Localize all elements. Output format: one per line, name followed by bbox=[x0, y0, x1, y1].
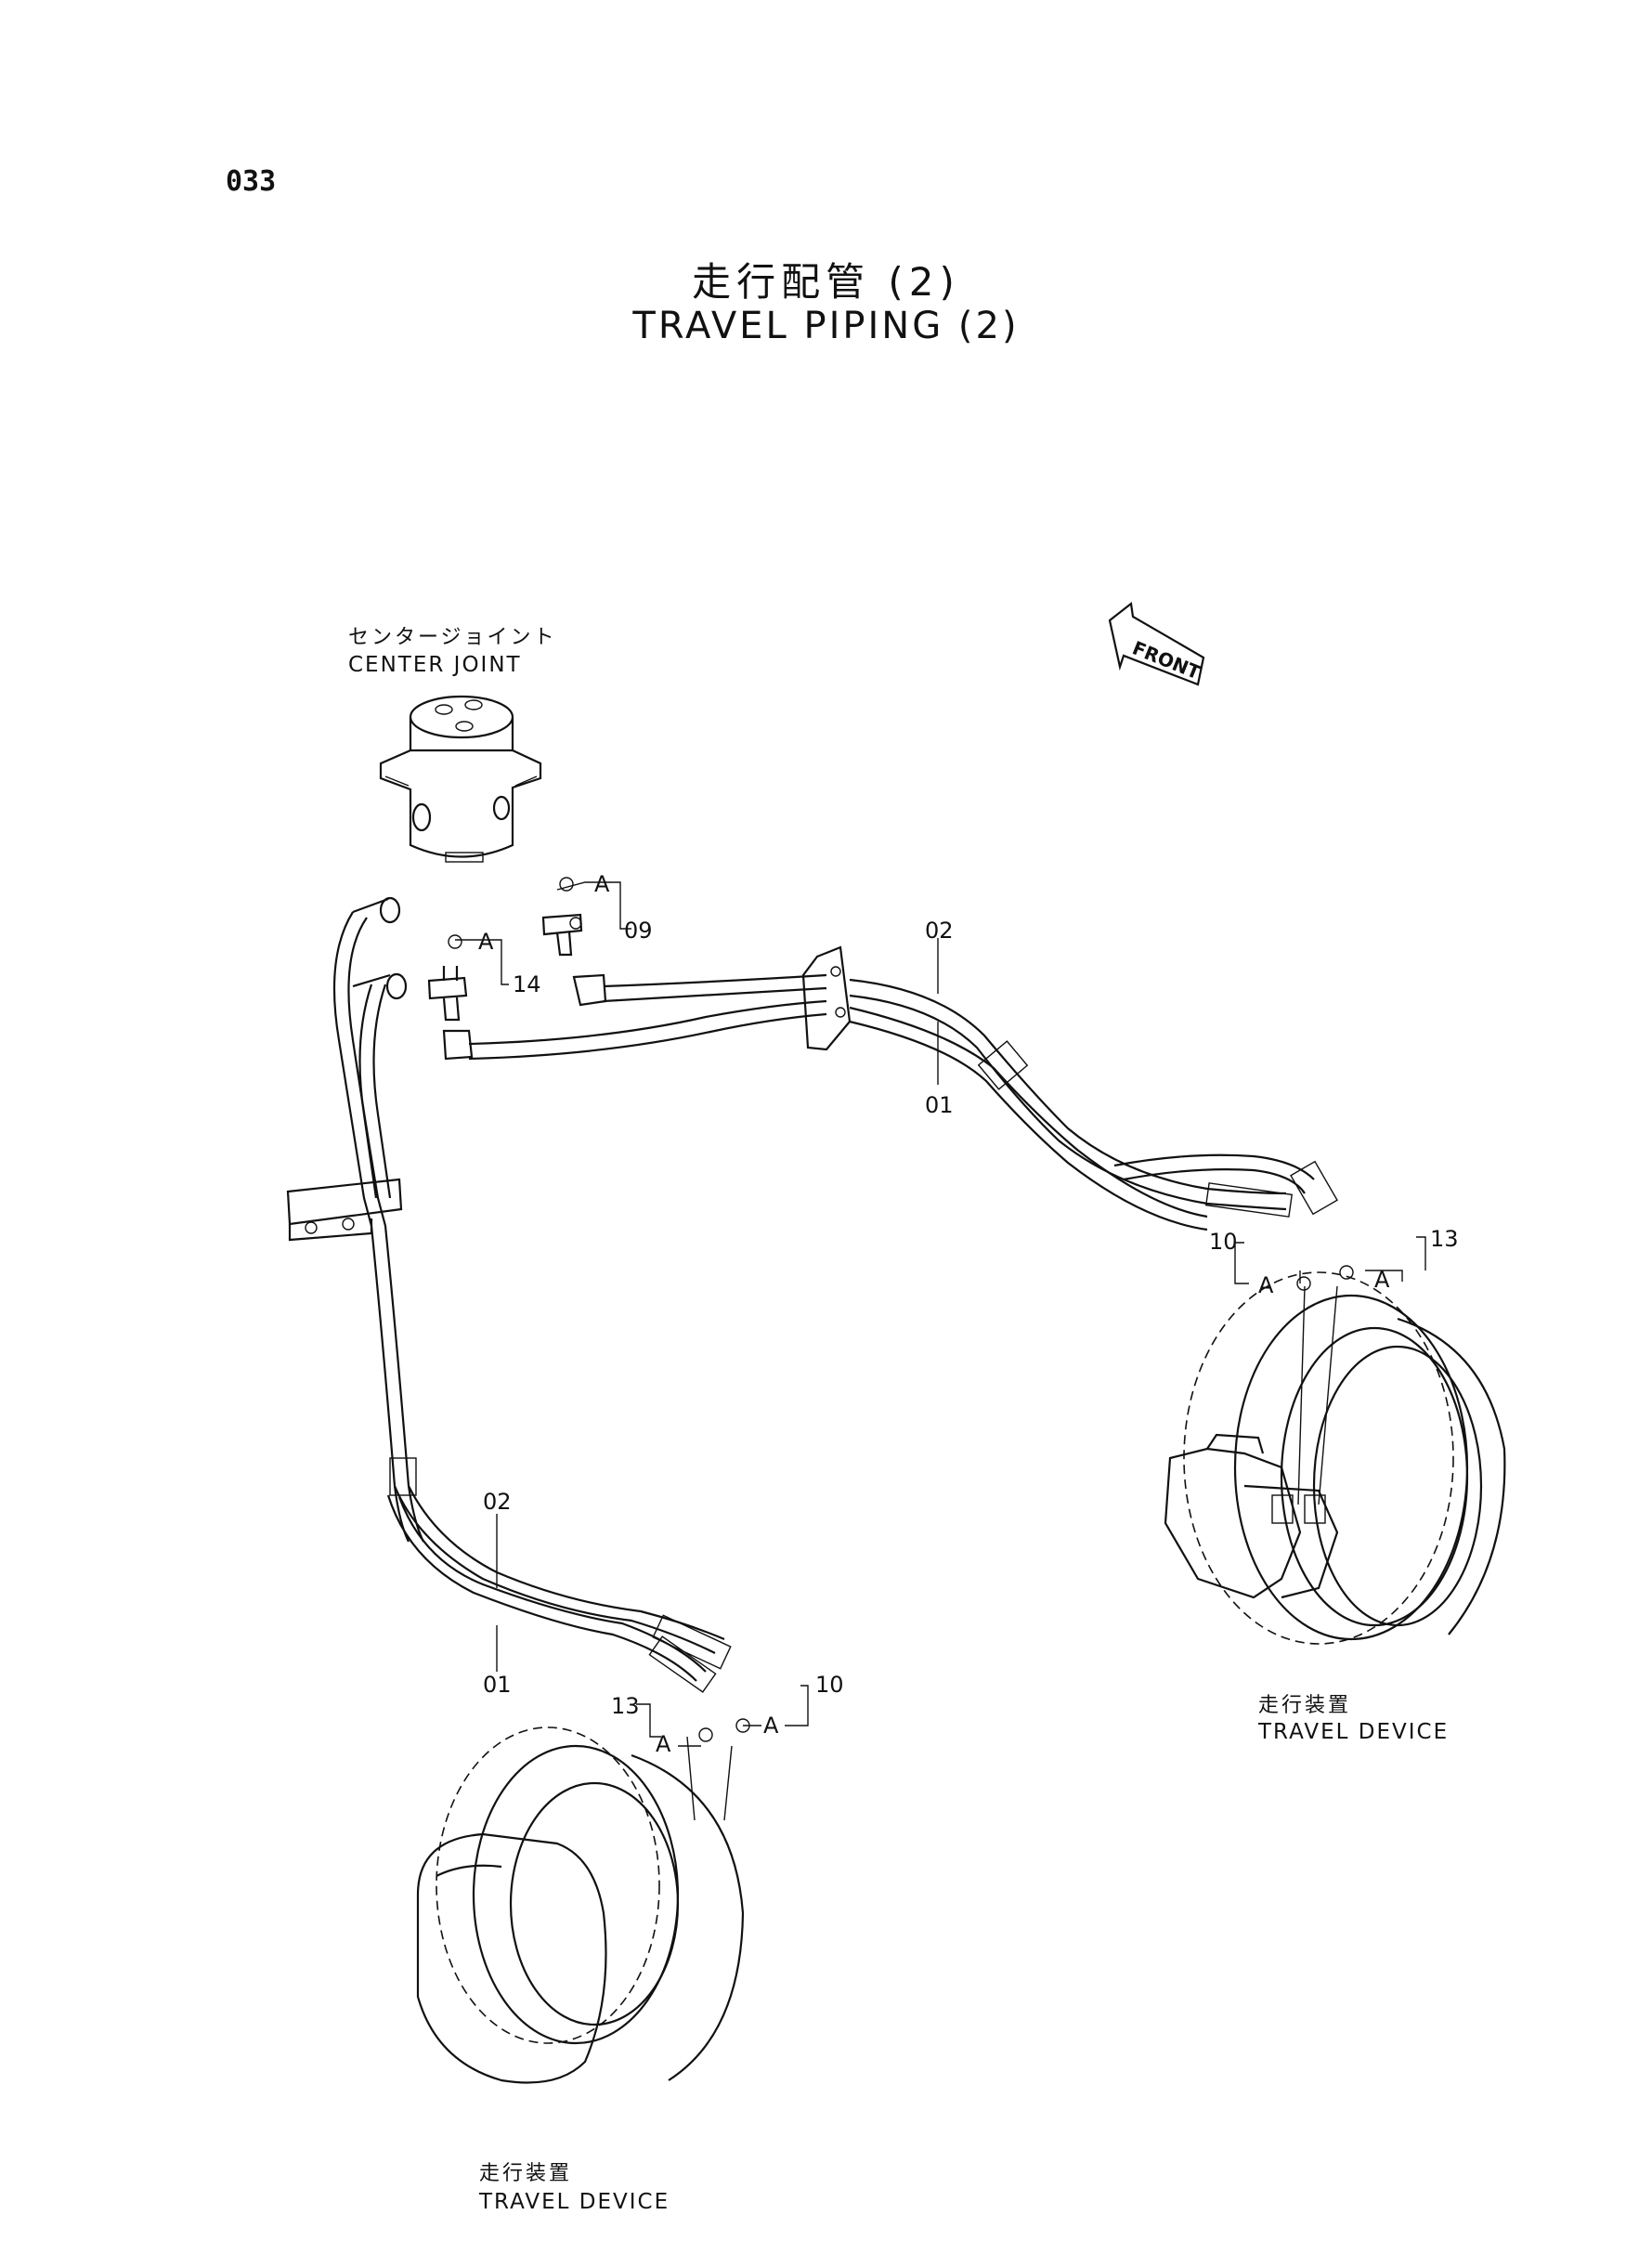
hose-top-horizontal bbox=[468, 973, 827, 1061]
travel-device-right-label-jp: 走行装置 bbox=[1258, 1694, 1352, 1717]
callout-a-14: A bbox=[478, 929, 494, 955]
callout-01-bottom: 01 bbox=[483, 1672, 512, 1698]
front-arrow-icon: FRONT bbox=[1108, 601, 1205, 686]
center-joint-label-en: CENTER JOINT bbox=[348, 653, 522, 677]
travel-device-left-icon bbox=[416, 1726, 745, 2084]
travel-device-right-icon bbox=[1164, 1271, 1506, 1645]
travel-device-left-label-en: TRAVEL DEVICE bbox=[479, 2190, 670, 2214]
callout-10-right: 10 bbox=[1209, 1229, 1238, 1255]
tee-fitting-14-icon bbox=[427, 966, 468, 1022]
hose-left-vertical bbox=[332, 896, 424, 1543]
callout-02-bottom: 02 bbox=[483, 1489, 512, 1515]
callout-10-left: 10 bbox=[815, 1672, 844, 1698]
clamp-bracket-mid-icon bbox=[801, 945, 852, 1051]
title-english: TRAVEL PIPING (2) bbox=[632, 305, 1020, 347]
callout-a-left-1: A bbox=[656, 1731, 671, 1757]
clamp-bracket-left-icon bbox=[286, 1178, 403, 1242]
callout-13-right: 13 bbox=[1430, 1226, 1459, 1252]
callout-a-left-2: A bbox=[763, 1713, 779, 1739]
page-number: 033 bbox=[226, 165, 277, 198]
center-joint-icon bbox=[379, 695, 542, 863]
travel-device-right-label-en: TRAVEL DEVICE bbox=[1258, 1720, 1450, 1744]
callout-01-top: 01 bbox=[925, 1092, 954, 1118]
callout-a-right-2: A bbox=[1374, 1267, 1390, 1293]
tee-fitting-09-icon bbox=[541, 913, 583, 957]
title-japanese: 走行配管 (2) bbox=[692, 259, 960, 305]
front-label: FRONT bbox=[1129, 636, 1203, 684]
callout-14: 14 bbox=[513, 971, 541, 997]
callout-02-top: 02 bbox=[925, 918, 954, 944]
callout-13-left: 13 bbox=[611, 1693, 640, 1719]
callout-a-09: A bbox=[594, 871, 610, 897]
callout-09: 09 bbox=[624, 918, 653, 944]
center-joint-label-jp: センタージョイント bbox=[348, 626, 557, 649]
callout-a-right-1: A bbox=[1258, 1272, 1274, 1298]
callout-leaders bbox=[448, 877, 1426, 1747]
travel-device-left-label-jp: 走行装置 bbox=[479, 2162, 573, 2185]
hose-right-run bbox=[849, 978, 1338, 1231]
hose-bottom-run bbox=[386, 1457, 732, 1693]
